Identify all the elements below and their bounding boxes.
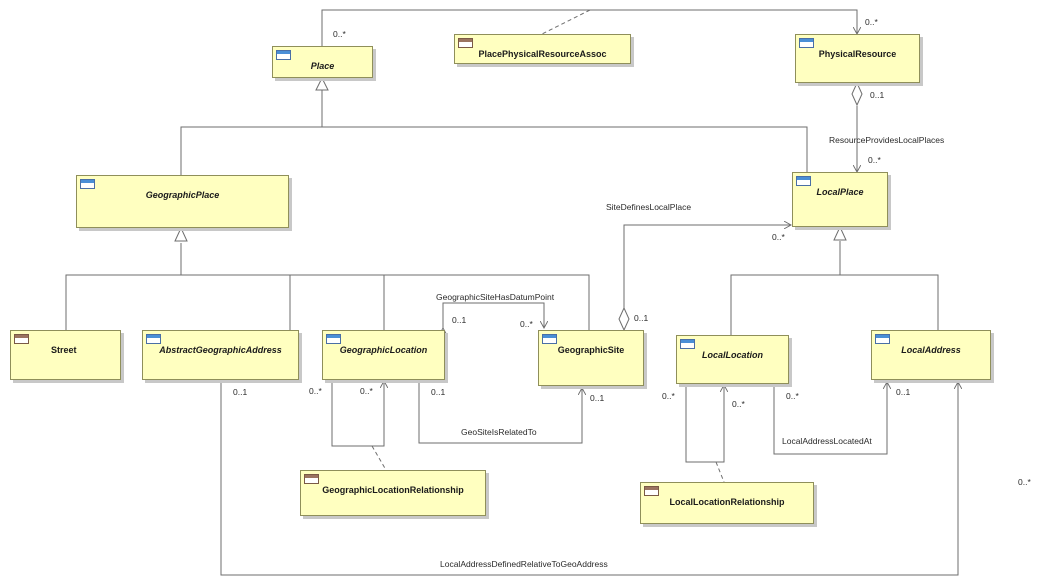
multiplicity: 0..* xyxy=(662,391,675,401)
class-place-physical-resource-assoc[interactable]: PlacePhysicalResourceAssoc xyxy=(454,34,631,64)
generalization-to-local-place[interactable] xyxy=(730,241,939,336)
local-location-rel-dashed xyxy=(715,461,725,483)
multiplicity: 0..1 xyxy=(870,90,885,100)
class-name: PhysicalResource xyxy=(818,49,897,59)
class-geographic-location[interactable]: GeographicLocation xyxy=(322,330,445,380)
multiplicity: 0..* xyxy=(309,386,322,396)
class-name: PlacePhysicalResourceAssoc xyxy=(478,49,607,59)
class-name: LocalLocation xyxy=(701,350,763,360)
association-label: GeographicSiteHasDatumPoint xyxy=(436,292,555,302)
multiplicity: 0..* xyxy=(868,155,881,165)
association-label: GeoSiteIsRelatedTo xyxy=(461,427,537,437)
class-name: GeographicLocationRelationship xyxy=(322,485,464,495)
association-label: ResourceProvidesLocalPlaces xyxy=(829,135,945,145)
local-address-located-at-line[interactable] xyxy=(774,382,887,455)
class-geographic-location-relationship[interactable]: GeographicLocationRelationship xyxy=(300,470,486,516)
assoc-class-dashed-line xyxy=(539,9,591,36)
local-location-self-line[interactable] xyxy=(686,385,724,463)
class-name: LocalPlace xyxy=(816,187,864,197)
class-name: AbstractGeographicAddress xyxy=(159,345,282,355)
class-icon xyxy=(276,50,291,60)
multiplicity: 0..1 xyxy=(590,393,605,403)
aggregation-diamond-site xyxy=(618,306,630,332)
class-icon xyxy=(875,334,890,344)
class-icon xyxy=(146,334,161,344)
class-name: Street xyxy=(51,345,77,355)
class-local-location[interactable]: LocalLocation xyxy=(676,335,789,384)
class-name: LocalLocationRelationship xyxy=(669,497,785,507)
multiplicity: 0..* xyxy=(360,386,373,396)
class-icon xyxy=(796,176,811,186)
multiplicity: 0..1 xyxy=(452,315,467,325)
class-icon xyxy=(14,334,29,344)
class-name: Place xyxy=(310,61,335,71)
generalization-to-geographic-place[interactable] xyxy=(65,243,590,332)
class-icon xyxy=(680,339,695,349)
multiplicity: 0..* xyxy=(333,29,346,39)
geographic-location-self-line[interactable] xyxy=(332,381,384,447)
class-icon xyxy=(80,179,95,189)
class-icon xyxy=(326,334,341,344)
association-label: SiteDefinesLocalPlace xyxy=(606,202,692,212)
association-class-icon xyxy=(644,486,659,496)
class-local-address[interactable]: LocalAddress xyxy=(871,330,991,380)
class-name: GeographicLocation xyxy=(339,345,428,355)
geo-site-is-related-to-line[interactable] xyxy=(419,381,582,444)
site-defines-local-place-line[interactable] xyxy=(623,225,791,308)
class-name: LocalAddress xyxy=(901,345,961,355)
geographic-location-rel-dashed xyxy=(371,445,387,471)
association-label: LocalAddressDefinedRelativeToGeoAddress xyxy=(440,559,608,569)
multiplicity: 0..* xyxy=(520,319,533,329)
aggregation-diamond-resource xyxy=(851,81,863,107)
class-street[interactable]: Street xyxy=(10,330,121,380)
class-name: GeographicSite xyxy=(557,345,625,355)
class-icon xyxy=(542,334,557,344)
multiplicity: 0..1 xyxy=(233,387,248,397)
multiplicity: 0..1 xyxy=(634,313,649,323)
generalization-arrow-place xyxy=(315,76,329,91)
class-geographic-site[interactable]: GeographicSite xyxy=(538,330,644,386)
association-label: LocalAddressLocatedAt xyxy=(782,436,872,446)
association-class-icon xyxy=(304,474,319,484)
class-icon xyxy=(799,38,814,48)
multiplicity: 0..* xyxy=(865,17,878,27)
association-class-icon xyxy=(458,38,473,48)
geographic-site-has-datum-point-line[interactable] xyxy=(443,302,544,328)
class-geographic-place[interactable]: GeographicPlace xyxy=(76,175,289,228)
multiplicity: 0..* xyxy=(1018,477,1031,487)
class-place[interactable]: Place xyxy=(272,46,373,78)
local-address-defined-relative-line[interactable] xyxy=(221,380,958,576)
multiplicity: 0..1 xyxy=(431,387,446,397)
generalization-arrow-local-place xyxy=(833,225,847,241)
class-abstract-geographic-address[interactable]: AbstractGeographicAddress xyxy=(142,330,299,380)
generalization-arrow-geographic-place xyxy=(174,226,188,242)
class-name: GeographicPlace xyxy=(145,190,220,200)
class-local-location-relationship[interactable]: LocalLocationRelationship xyxy=(640,482,814,524)
multiplicity: 0..* xyxy=(772,232,785,242)
multiplicity: 0..* xyxy=(732,399,745,409)
multiplicity: 0..1 xyxy=(896,387,911,397)
generalization-to-place[interactable] xyxy=(180,88,808,175)
class-local-place[interactable]: LocalPlace xyxy=(792,172,888,227)
multiplicity: 0..* xyxy=(786,391,799,401)
class-physical-resource[interactable]: PhysicalResource xyxy=(795,34,920,83)
